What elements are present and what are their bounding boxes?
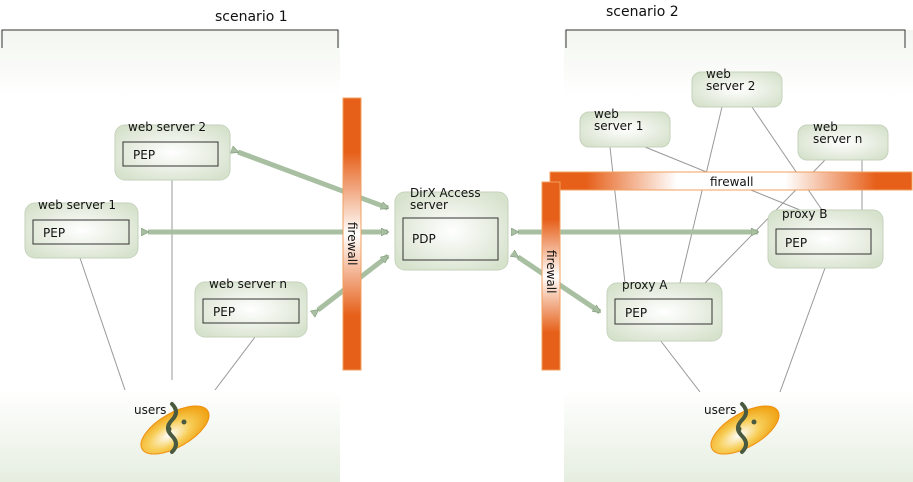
pep-label: PEP (213, 305, 235, 319)
label-line2: server 2 (706, 79, 755, 93)
s2-web-server-1: web server 1 (579, 107, 671, 148)
web-server-2-label: web server 2 (128, 120, 206, 134)
pep-box (122, 141, 219, 167)
pdp-label: PDP (412, 232, 436, 246)
label-line2: server 1 (594, 119, 643, 133)
web-server-n: web server n PEP (194, 277, 308, 338)
scenario1-bracket (1, 29, 339, 48)
pep-box (775, 228, 872, 255)
pep-label: PEP (625, 306, 647, 320)
pep-box (614, 298, 713, 325)
users-icon-2 (710, 402, 780, 455)
firewall-horizontal (549, 171, 913, 191)
scenario1-title: scenario 1 (215, 9, 288, 25)
dirx-access-server: DirX Access server PDP (394, 186, 509, 271)
proxy-a: proxy A PEP (606, 278, 723, 342)
label-line2: server n (813, 132, 862, 146)
scenario2-title: scenario 2 (606, 4, 679, 20)
pep-box (202, 298, 300, 324)
scenario2-bracket (565, 29, 906, 48)
users-label-1: users (134, 403, 166, 417)
web-server-1-label: web server 1 (38, 198, 116, 212)
firewall-horizontal-label: firewall (710, 175, 753, 189)
pep-label: PEP (785, 236, 807, 250)
dirx-label-2: server (410, 198, 448, 212)
proxy-a-label: proxy A (622, 278, 668, 292)
s2-web-server-2: web server 2 (691, 67, 783, 108)
web-server-2: web server 2 PEP (114, 120, 231, 181)
label-line1: web (813, 120, 838, 134)
proxy-b: proxy B PEP (767, 207, 884, 269)
web-server-1: web server 1 PEP (24, 198, 139, 259)
users-icon-1 (140, 402, 210, 455)
users-label-2: users (704, 403, 736, 417)
firewall-1-label: firewall (345, 222, 359, 265)
pep-label: PEP (133, 148, 155, 162)
s2-web-server-n: web server n (797, 120, 889, 161)
label-line1: web (594, 107, 619, 121)
firewall-2-label: firewall (544, 250, 558, 293)
pdp-box (402, 217, 499, 261)
pep-label: PEP (43, 226, 65, 240)
label-line1: web (706, 67, 731, 81)
dirx-label-1: DirX Access (410, 186, 481, 200)
arrow-ws2-pdp (238, 152, 388, 211)
firewall-1 (342, 97, 362, 371)
proxy-b-label: proxy B (782, 207, 828, 221)
firewall-2 (541, 181, 561, 371)
pep-box (32, 219, 130, 245)
web-server-n-label: web server n (209, 277, 287, 291)
